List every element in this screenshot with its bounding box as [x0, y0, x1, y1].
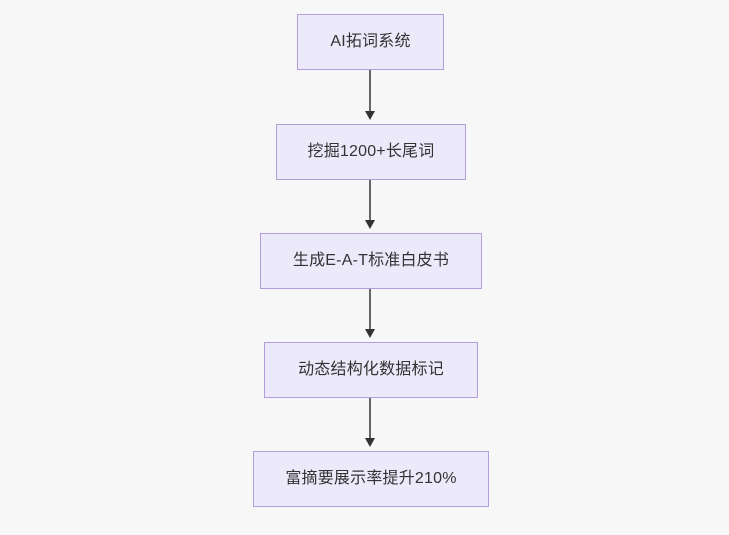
- flow-connector-4: [369, 398, 371, 442]
- arrowhead-icon-4: [365, 438, 375, 447]
- flow-node-label: AI拓词系统: [330, 33, 411, 50]
- flow-node-n2[interactable]: 挖掘1200+长尾词: [276, 124, 466, 180]
- flow-node-n4[interactable]: 动态结构化数据标记: [264, 342, 478, 398]
- flow-node-label: 富摘要展示率提升210%: [285, 470, 457, 487]
- arrowhead-icon-3: [365, 329, 375, 338]
- flow-node-n5[interactable]: 富摘要展示率提升210%: [253, 451, 489, 507]
- flow-node-n1[interactable]: AI拓词系统: [297, 14, 444, 70]
- flow-node-label: 动态结构化数据标记: [298, 361, 444, 378]
- flow-connector-1: [369, 70, 371, 115]
- flow-node-label: 生成E-A-T标准白皮书: [292, 252, 450, 269]
- flow-node-label: 挖掘1200+长尾词: [307, 143, 435, 160]
- flow-node-n3[interactable]: 生成E-A-T标准白皮书: [260, 233, 482, 289]
- flow-connector-2: [369, 180, 371, 224]
- arrowhead-icon-1: [365, 111, 375, 120]
- arrowhead-icon-2: [365, 220, 375, 229]
- flow-connector-3: [369, 289, 371, 333]
